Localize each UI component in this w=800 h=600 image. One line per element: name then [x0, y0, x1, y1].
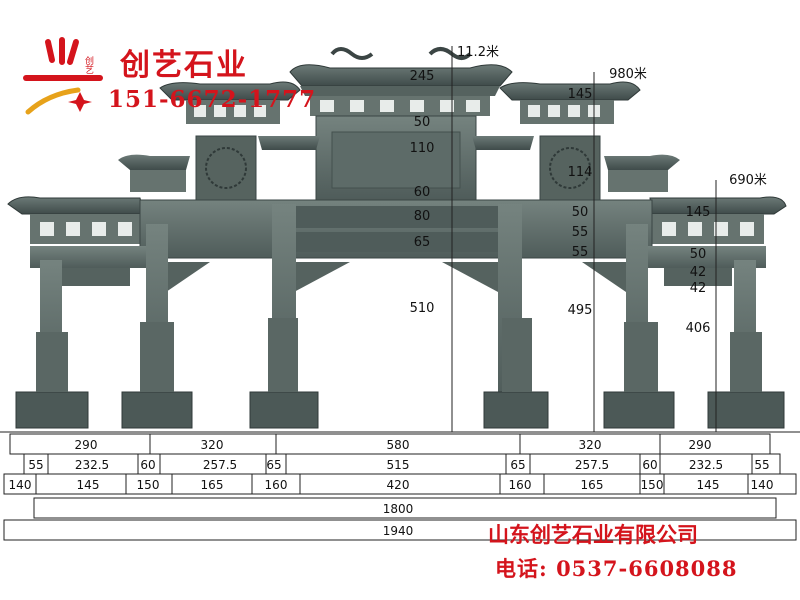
width-row2-0: 55 — [28, 458, 43, 472]
width-dimension-grid — [3, 433, 797, 541]
width-row3-2: 150 — [137, 478, 160, 492]
width-row2-1: 232.5 — [75, 458, 109, 472]
company-logo — [23, 37, 103, 115]
height-total-mid: 980米 — [609, 67, 647, 82]
width-row2-7: 257.5 — [575, 458, 609, 472]
width-row4-0: 1800 — [383, 502, 414, 516]
company-name: 山东创艺石业有限公司 — [488, 522, 698, 547]
center-dim-2: 110 — [410, 141, 435, 156]
width-row1-4: 290 — [689, 438, 712, 452]
width-row1-2: 580 — [387, 438, 410, 452]
mid-dim-1: 114 — [568, 165, 593, 180]
side-dim-1: 50 — [690, 247, 707, 262]
width-row2-4: 65 — [266, 458, 281, 472]
width-row3-0: 140 — [9, 478, 32, 492]
brand-phone: 151-6672-1777 — [108, 86, 317, 113]
width-row2-3: 257.5 — [203, 458, 237, 472]
mid-dim-4: 55 — [572, 245, 589, 260]
mid-dim-3: 55 — [572, 225, 589, 240]
width-row2-9: 232.5 — [689, 458, 723, 472]
right-mid-roof — [499, 81, 641, 203]
width-row3-7: 165 — [581, 478, 604, 492]
width-row3-5: 420 — [387, 478, 410, 492]
center-roof — [289, 47, 513, 116]
right-side-roof — [649, 196, 787, 244]
mid-dim-2: 50 — [572, 205, 589, 220]
width-row3-6: 160 — [509, 478, 532, 492]
width-row2-8: 60 — [642, 458, 657, 472]
width-row3-4: 160 — [265, 478, 288, 492]
center-dim-0: 245 — [410, 69, 435, 84]
width-row3-9: 145 — [697, 478, 720, 492]
width-row3-3: 165 — [201, 478, 224, 492]
width-row3-10: 140 — [751, 478, 774, 492]
width-row2-6: 65 — [510, 458, 525, 472]
height-total-center: 11.2米 — [457, 45, 499, 60]
side-dim-2: 42 — [690, 265, 707, 280]
center-dim-6: 510 — [410, 301, 435, 316]
center-dim-1: 50 — [414, 115, 431, 130]
width-row2-2: 60 — [140, 458, 155, 472]
side-dim-4: 406 — [686, 321, 711, 336]
mid-dim-0: 145 — [568, 87, 593, 102]
width-row5-0: 1940 — [383, 524, 414, 538]
logo-text-1: 创艺 — [83, 56, 93, 74]
side-dim-0: 145 — [686, 205, 711, 220]
center-dim-3: 60 — [414, 185, 431, 200]
brand-name: 创艺石业 — [120, 48, 248, 83]
width-row3-8: 150 — [641, 478, 664, 492]
left-mid-roof — [159, 81, 301, 203]
center-dim-5: 65 — [414, 235, 431, 250]
width-row1-1: 320 — [201, 438, 224, 452]
width-row1-3: 320 — [579, 438, 602, 452]
width-row3-1: 145 — [77, 478, 100, 492]
width-row2-10: 55 — [754, 458, 769, 472]
mid-dim-5: 495 — [568, 303, 593, 318]
pillar-bases — [15, 318, 785, 429]
width-row1-0: 290 — [75, 438, 98, 452]
height-total-side: 690米 — [729, 173, 767, 188]
side-dim-3: 42 — [690, 281, 707, 296]
center-dim-4: 80 — [414, 209, 431, 224]
width-row2-5: 515 — [387, 458, 410, 472]
company-tel: 电话: 0537-6608088 — [495, 556, 738, 581]
